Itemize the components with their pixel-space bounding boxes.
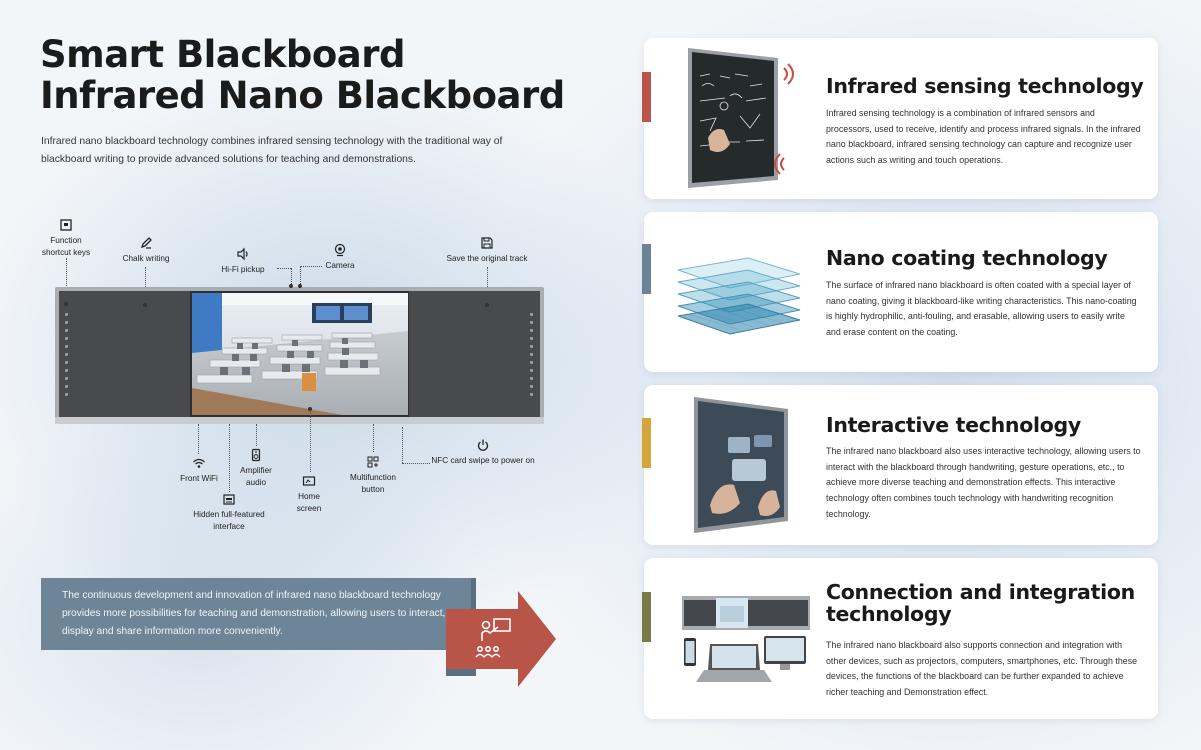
feature-multifunction: Multifunction button bbox=[346, 455, 400, 496]
right-writing-panel bbox=[409, 291, 540, 417]
card-title: Interactive technology bbox=[826, 413, 1081, 437]
feature-label: Amplifier audio bbox=[240, 466, 272, 487]
arrow-graphic bbox=[446, 591, 556, 687]
leader-line bbox=[310, 410, 311, 472]
card-title: Infrared sensing technology bbox=[826, 74, 1144, 98]
card-nano: Nano coating technology The surface of i… bbox=[642, 212, 1158, 372]
feature-label: Camera bbox=[325, 261, 355, 270]
feature-label: Hi-Fi pickup bbox=[221, 265, 265, 274]
feature-label: Save the original track bbox=[446, 254, 528, 263]
page-title: Smart Blackboard Infrared Nano Blackboar… bbox=[40, 34, 600, 116]
feature-label: Multifunction button bbox=[350, 473, 396, 494]
feature-wifi: Front WiFi bbox=[176, 456, 222, 485]
speaker-icon bbox=[237, 247, 248, 261]
feature-hifi: Hi-Fi pickup bbox=[214, 247, 272, 276]
marker-dot bbox=[485, 303, 489, 307]
shortcut-key-icon bbox=[60, 219, 72, 231]
feature-nfc: NFC card swipe to power on bbox=[430, 438, 536, 467]
amplifier-icon bbox=[251, 448, 261, 462]
device-bottom-bezel bbox=[55, 417, 544, 424]
pen-icon bbox=[140, 237, 152, 249]
marker-dot bbox=[64, 302, 68, 306]
feature-label: Hidden full-featured interface bbox=[193, 510, 265, 531]
title-line-2: Infrared Nano Blackboard bbox=[40, 74, 565, 117]
leader-line bbox=[277, 268, 291, 269]
leader-line bbox=[66, 258, 67, 302]
marker-dot bbox=[298, 284, 302, 288]
card-accent-tab bbox=[642, 244, 651, 294]
card-body: Infrared sensing technology is a combina… bbox=[826, 108, 1141, 166]
title-line-1: Smart Blackboard bbox=[40, 33, 405, 76]
save-icon bbox=[481, 237, 493, 249]
card-interactive: Interactive technology The infrared nano… bbox=[642, 385, 1158, 545]
leader-line bbox=[256, 424, 257, 446]
card-body: The infrared nano blackboard also suppor… bbox=[826, 640, 1138, 698]
leader-line bbox=[145, 267, 146, 305]
shortcut-key-strip bbox=[65, 313, 69, 401]
card-title: Nano coating technology bbox=[826, 246, 1108, 270]
marker-dot bbox=[308, 407, 312, 411]
feature-interface: Hidden full-featured interface bbox=[184, 492, 274, 533]
feature-chalk: Chalk writing bbox=[116, 236, 176, 265]
card-body: The infrared nano blackboard also uses i… bbox=[826, 446, 1141, 519]
leader-line bbox=[487, 267, 488, 305]
leader-line bbox=[198, 424, 199, 454]
connected-devices-image bbox=[682, 596, 810, 682]
left-writing-panel bbox=[59, 291, 190, 417]
feature-amplifier: Amplifier audio bbox=[234, 448, 278, 489]
camera-icon bbox=[334, 243, 346, 257]
feature-home: Home screen bbox=[290, 474, 328, 515]
feature-save: Save the original track bbox=[440, 236, 534, 265]
leader-line bbox=[229, 424, 230, 492]
marker-dot bbox=[289, 284, 293, 288]
feature-label: Front WiFi bbox=[180, 474, 218, 483]
feature-shortcut: Function shortcut keys bbox=[38, 218, 94, 259]
infrared-board-image bbox=[688, 48, 794, 188]
leader-line bbox=[300, 266, 322, 267]
wifi-icon bbox=[193, 458, 205, 468]
card-accent-tab bbox=[642, 592, 651, 642]
leader-line bbox=[300, 266, 301, 286]
leader-line bbox=[402, 463, 430, 464]
leader-line bbox=[402, 427, 403, 463]
classroom-image bbox=[192, 293, 408, 415]
teacher-presentation-icon bbox=[475, 618, 511, 658]
card-accent-tab bbox=[642, 72, 651, 122]
card-infrared: Infrared sensing technology Infrared sen… bbox=[642, 38, 1158, 199]
shortcut-key-strip bbox=[530, 313, 534, 401]
marker-dot bbox=[143, 303, 147, 307]
card-body: The surface of infrared nano blackboard … bbox=[826, 280, 1137, 338]
intro-paragraph: Infrared nano blackboard technology comb… bbox=[41, 136, 503, 165]
interface-icon bbox=[223, 494, 235, 505]
leader-line bbox=[291, 268, 292, 286]
feature-label: Home screen bbox=[296, 492, 322, 513]
feature-label: Chalk writing bbox=[122, 254, 170, 263]
power-icon bbox=[477, 439, 489, 451]
nano-layers-image bbox=[677, 257, 801, 335]
display-screen bbox=[190, 291, 410, 417]
summary-banner: The continuous development and innovatio… bbox=[41, 578, 471, 650]
card-connection: Connection and integration technology Th… bbox=[642, 558, 1158, 719]
feature-label: NFC card swipe to power on bbox=[431, 456, 535, 465]
blackboard-device bbox=[55, 287, 544, 424]
feature-camera: Camera bbox=[322, 243, 358, 272]
leader-line bbox=[373, 424, 374, 452]
multifunction-icon bbox=[367, 456, 379, 468]
feature-label: Function shortcut keys bbox=[41, 236, 91, 257]
card-accent-tab bbox=[642, 418, 651, 468]
home-screen-icon bbox=[302, 476, 316, 486]
interactive-board-image bbox=[694, 397, 788, 533]
card-title: Connection and integration technology bbox=[826, 580, 1135, 626]
